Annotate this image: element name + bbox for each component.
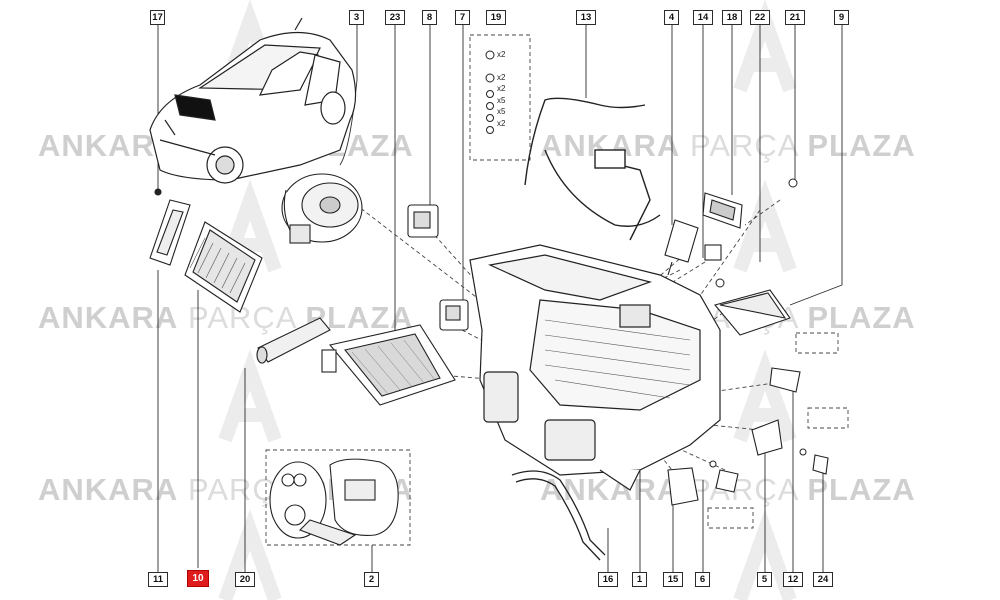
logo-watermark-icon [218, 509, 282, 600]
logo-watermark-icons [218, 0, 797, 600]
kit19-quantities: x2 x2 x2 x5 x5 x2 [497, 49, 505, 129]
kit19-qty-label: x2 [497, 72, 506, 82]
heater-core-part [321, 324, 456, 406]
callout-6[interactable]: 6 [695, 572, 710, 587]
callout-20[interactable]: 20 [235, 572, 255, 587]
foam-seal-part [256, 317, 331, 364]
callout-11[interactable]: 11 [148, 572, 168, 587]
pollen-filter-part [184, 221, 263, 313]
screw-22 [715, 278, 725, 288]
callout-16[interactable]: 16 [598, 572, 618, 587]
callout-8[interactable]: 8 [422, 10, 437, 25]
kit19-box [469, 34, 531, 161]
sensor-24-part [812, 454, 829, 475]
blower-motor-part [281, 173, 363, 244]
kit19-qty-label: x2 [497, 50, 506, 59]
connector-18-part [702, 192, 743, 229]
logo-watermark-icon [733, 0, 797, 93]
callout-18[interactable]: 18 [722, 10, 742, 25]
filter-housing-part [149, 188, 191, 266]
callout-22[interactable]: 22 [750, 10, 770, 25]
callout-3[interactable]: 3 [349, 10, 364, 25]
dashed-boxes [265, 34, 849, 546]
callout-24[interactable]: 24 [813, 572, 833, 587]
kit19-qty-label: x2 [497, 118, 506, 128]
screw-21 [788, 178, 798, 188]
connector-14-part [704, 244, 722, 261]
callout-14[interactable]: 14 [693, 10, 713, 25]
kit19-qty-label: x5 [497, 95, 506, 105]
actuator-7-part [439, 299, 469, 331]
sensor-12-part [769, 367, 801, 393]
callout-13[interactable]: 13 [576, 10, 596, 25]
callout-19[interactable]: 19 [486, 10, 506, 25]
watermark-row-6: ANKARA PARÇA PLAZA [540, 472, 916, 507]
kit19-qty-label: x2 [497, 84, 506, 93]
vehicle-illustration [149, 17, 357, 184]
actuator-5-part [751, 419, 783, 456]
callout-21[interactable]: 21 [785, 10, 805, 25]
kit19-qty-label: x5 [497, 107, 506, 116]
module-4-part [664, 219, 699, 276]
actuator-8-part [407, 204, 439, 238]
empty-box-12 [795, 332, 839, 354]
empty-box-6 [707, 507, 754, 529]
callout-2[interactable]: 2 [364, 572, 379, 587]
drain-hose-16-part [511, 470, 606, 561]
fastener-kit-19-part [485, 50, 495, 134]
callout-7[interactable]: 7 [455, 10, 470, 25]
callout-12[interactable]: 12 [783, 572, 803, 587]
control-unit-9-part [714, 289, 791, 336]
kit2-box [265, 449, 411, 546]
screw-parts [709, 178, 807, 468]
screw-24 [799, 448, 807, 456]
watermark-row-2: ANKARA PARÇA PLAZA [540, 128, 916, 163]
callout-5[interactable]: 5 [757, 572, 772, 587]
callout-1[interactable]: 1 [632, 572, 647, 587]
callout-4[interactable]: 4 [664, 10, 679, 25]
connector-6-part [715, 469, 739, 493]
callout-9[interactable]: 9 [834, 10, 849, 25]
seal-kit-2-part [269, 458, 399, 546]
actuator-15-part [667, 467, 699, 506]
duct-pipe-13-part [524, 97, 661, 241]
callout-15[interactable]: 15 [663, 572, 683, 587]
callout-17[interactable]: 17 [150, 10, 165, 25]
logo-watermark-icon [733, 179, 797, 273]
logo-watermark-icon [218, 349, 282, 443]
callout-10[interactable]: 10 [187, 570, 209, 587]
logo-watermark-icon [733, 349, 797, 443]
empty-box-24 [807, 407, 849, 429]
hvac-housing-part [469, 244, 721, 491]
callout-23[interactable]: 23 [385, 10, 405, 25]
screw-6 [709, 460, 717, 468]
